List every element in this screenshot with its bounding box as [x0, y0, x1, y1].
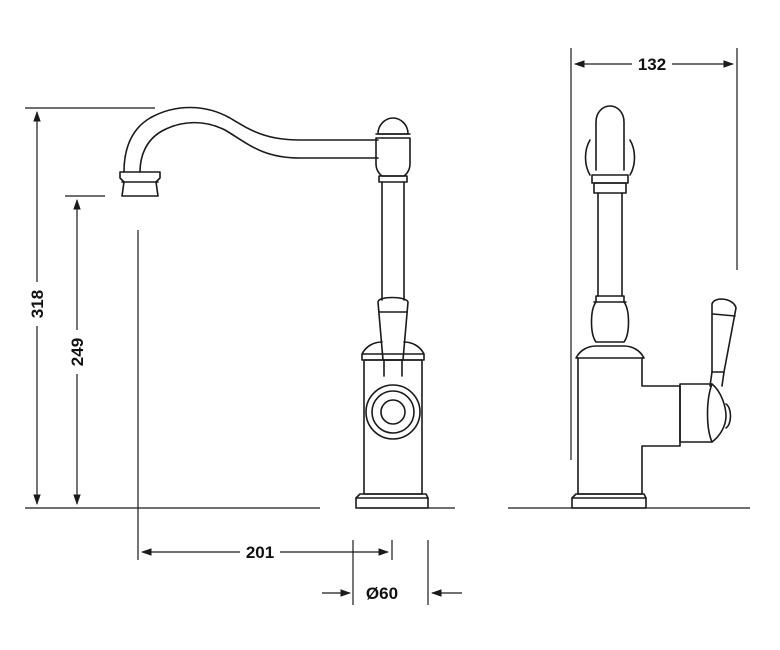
body-collar — [375, 137, 411, 177]
side-base-flange — [571, 493, 647, 509]
side-spout — [595, 105, 625, 171]
dim-label-60: Ø60 — [366, 584, 398, 603]
dim-label-249: 249 — [68, 338, 87, 366]
body-block — [361, 341, 425, 361]
handle-rose-inner — [380, 399, 406, 425]
spout-nozzle — [119, 171, 161, 197]
dim-label-318: 318 — [28, 290, 47, 318]
side-body — [577, 357, 681, 495]
handle-lever — [377, 296, 409, 361]
front-view: 318 249 201 Ø60 — [22, 106, 462, 605]
handle-rose-outer — [365, 384, 421, 440]
spout — [123, 106, 379, 173]
body-finial — [377, 117, 409, 135]
side-body-shoulder — [575, 345, 645, 359]
side-view: 132 — [508, 48, 750, 509]
side-handle-hub — [679, 383, 727, 443]
side-handle-lever — [711, 298, 737, 373]
dim-label-132: 132 — [638, 55, 666, 74]
dim-label-201: 201 — [246, 543, 274, 562]
side-bulb — [590, 295, 630, 343]
base-flange — [355, 493, 429, 509]
